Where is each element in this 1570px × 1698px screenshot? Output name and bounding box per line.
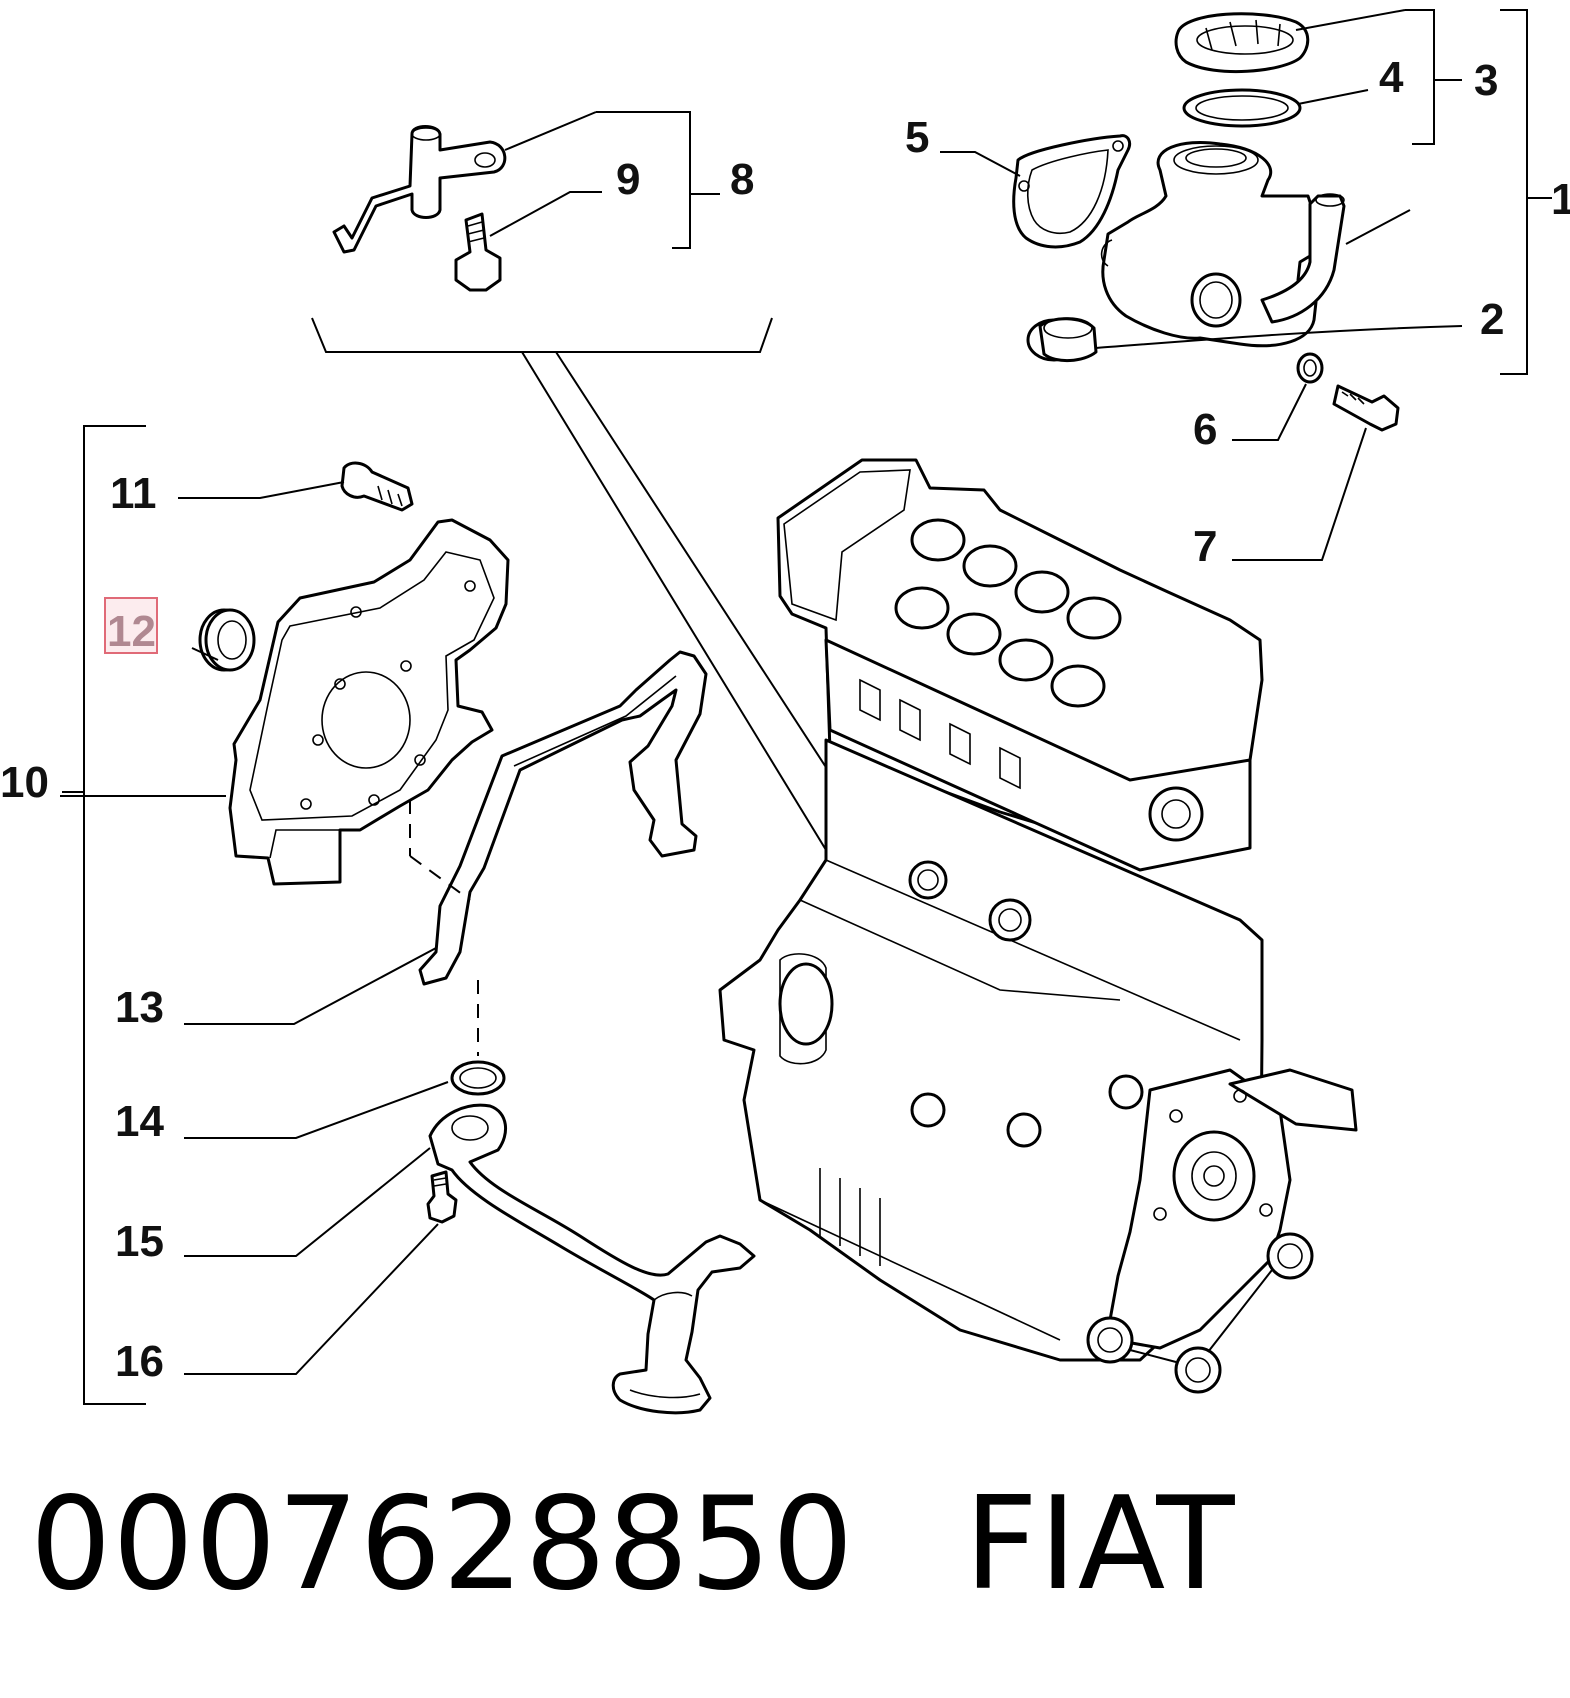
callout-1: 1: [1551, 175, 1570, 224]
part-number: 0007628850: [30, 1470, 855, 1619]
callout-3: 3: [1474, 56, 1498, 105]
callout-12-highlight: [104, 597, 158, 654]
callout-7: 7: [1193, 522, 1217, 571]
oil-jet-group: [332, 111, 720, 292]
assembly-axis: [409, 800, 479, 1056]
small-washer-part: [1232, 352, 1324, 441]
thermostat-gasket-part: [940, 134, 1132, 249]
callout-12: 12: [107, 607, 156, 656]
cap-seal-ring-part: [1182, 88, 1369, 128]
engine-block-illustration: [718, 458, 1358, 1394]
thermostat-housing-part: [1100, 140, 1411, 348]
cover-bolt-part: [178, 461, 414, 512]
callout-8: 8: [730, 155, 754, 204]
callout-9: 9: [616, 155, 640, 204]
oil-pump-cover-part: [60, 518, 510, 886]
suction-o-ring-part: [184, 1060, 506, 1139]
oil-pickup-pipe-part: [184, 1103, 756, 1415]
callout-11: 11: [110, 469, 157, 518]
callout-4: 4: [1379, 53, 1404, 102]
group-10-bracket: [62, 425, 146, 1405]
brand-name: FIAT: [964, 1470, 1236, 1619]
plug-part: [1026, 317, 1463, 362]
callout-5: 5: [905, 113, 929, 162]
filler-cap-part: [1174, 9, 1406, 74]
cover-gasket-part: [184, 650, 708, 1025]
thermostat-group-brackets: [1405, 9, 1552, 375]
part-caption: 0007628850 FIAT: [30, 1470, 1236, 1619]
callout-14: 14: [115, 1097, 164, 1146]
callout-15: 15: [115, 1217, 164, 1266]
callout-6: 6: [1193, 405, 1217, 454]
callout-10: 10: [0, 758, 49, 807]
pipe-bolt-part: [184, 1170, 458, 1375]
callout-13: 13: [115, 983, 164, 1032]
oil-seal-part: [191, 608, 256, 672]
housing-bolt-part: [1232, 384, 1400, 561]
camshaft-lobes: [894, 518, 1122, 708]
callout-2: 2: [1480, 295, 1504, 344]
callout-16: 16: [115, 1337, 164, 1386]
